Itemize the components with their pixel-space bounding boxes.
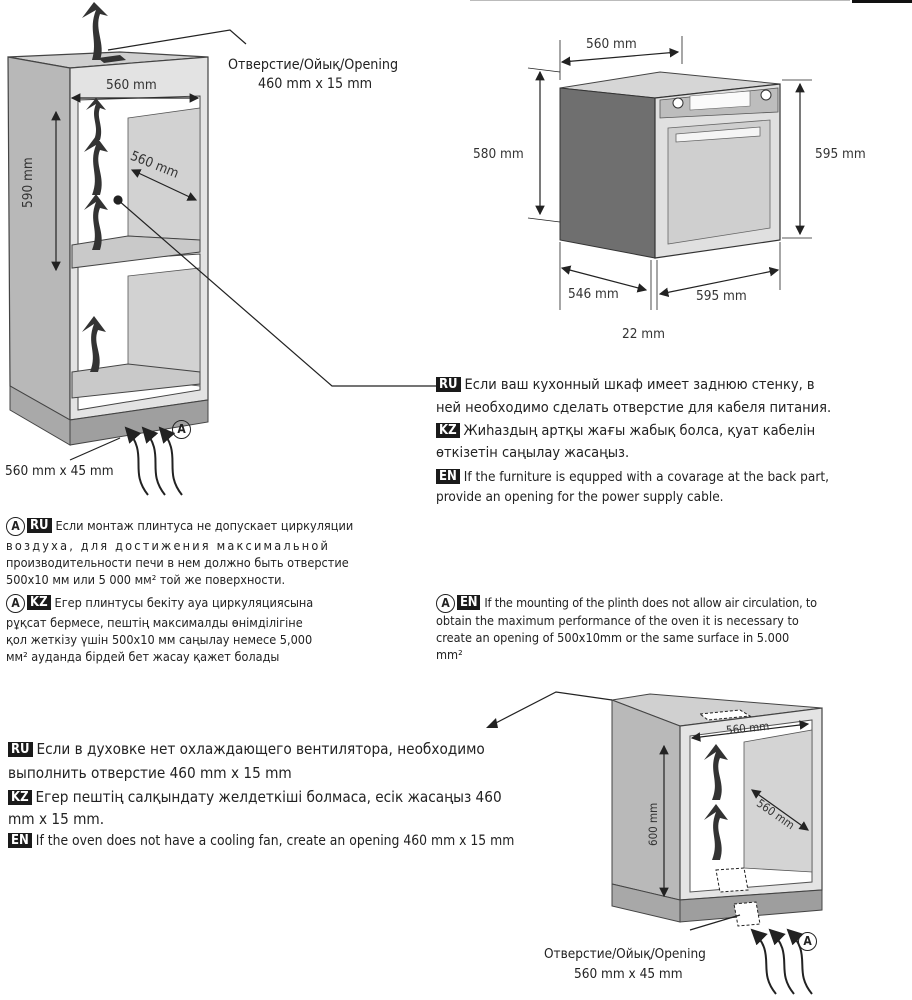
kz-tag: KZ	[436, 423, 460, 438]
fig1-width-dimension: 560 mm	[106, 77, 157, 93]
fig1-marker-a: A	[172, 420, 191, 439]
ru-tag: RU	[436, 377, 461, 392]
intake-arrows	[124, 426, 183, 496]
marker-a: A	[6, 594, 25, 613]
en-tag: EN	[436, 469, 460, 484]
en-tag: EN	[8, 833, 32, 848]
fig1-opening-label: Отверстие/Ойық/Opening	[228, 57, 399, 73]
fig3-opening-size: 560 mm x 45 mm	[574, 966, 683, 982]
fig3-height-dimension: 600 mm	[646, 802, 660, 846]
oven-front-width-dimension: 595 mm	[696, 288, 747, 304]
kz-tag: KZ	[8, 790, 32, 805]
oven-height-left-dimension: 580 mm	[473, 146, 524, 162]
marker-a: A	[6, 517, 25, 536]
en-tag: EN	[457, 595, 481, 610]
airflow-arrows	[82, 2, 108, 372]
back-wall-kz-line2: өткізетін саңылау жасаңыз.	[436, 445, 630, 461]
fig1-opening-size: 460 mm x 15 mm	[258, 76, 373, 92]
kz-tag: KZ	[27, 595, 51, 610]
fig3-marker-a: A	[798, 932, 817, 951]
oven-door-dimension: 22 mm	[622, 326, 665, 342]
back-wall-en-line2: provide an opening for the power supply …	[436, 489, 724, 505]
ru-tag: RU	[27, 518, 52, 533]
oven-depth-dimension: 546 mm	[568, 286, 619, 302]
ru-tag: RU	[8, 742, 33, 757]
back-wall-ru-line2: ней необходимо сделать отверстие для каб…	[436, 400, 832, 416]
marker-a: A	[436, 594, 455, 613]
fig3-opening-label: Отверстие/Ойық/Opening	[544, 946, 706, 962]
fig1-plinth-opening: 560 mm x 45 mm	[5, 463, 114, 479]
oven-height-right-dimension: 595 mm	[815, 146, 866, 162]
oven-width-dimension: 560 mm	[586, 36, 637, 52]
oven-drawing	[559, 71, 781, 259]
